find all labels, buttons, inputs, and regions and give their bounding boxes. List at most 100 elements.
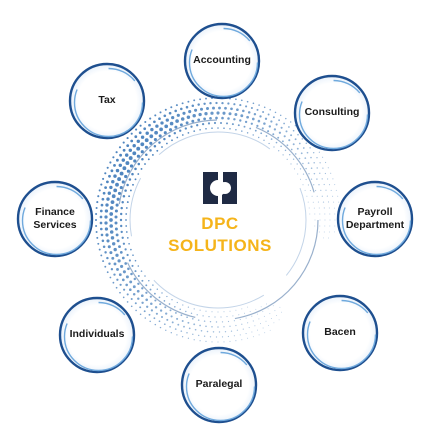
- service-node-finance-services[interactable]: Finance Services: [16, 180, 94, 258]
- halftone-dot: [128, 156, 133, 161]
- halftone-dot: [282, 154, 284, 156]
- halftone-dot: [174, 125, 178, 129]
- halftone-dot: [290, 134, 293, 137]
- service-label: Tax: [98, 94, 116, 107]
- halftone-dot: [294, 153, 297, 155]
- halftone-dot: [321, 178, 323, 180]
- halftone-dot: [275, 141, 278, 144]
- halftone-dot: [235, 340, 237, 342]
- halftone-dot: [109, 185, 113, 190]
- service-node-payroll-department[interactable]: Payroll Department: [336, 180, 414, 258]
- halftone-dot: [222, 111, 226, 115]
- halftone-dot: [120, 224, 123, 228]
- halftone-dot: [163, 137, 166, 141]
- halftone-dot: [239, 104, 242, 107]
- halftone-dot: [227, 335, 229, 338]
- halftone-dot: [236, 108, 239, 112]
- halftone-dot: [161, 146, 163, 148]
- halftone-dot: [165, 329, 167, 331]
- service-ring-fill: [70, 64, 144, 138]
- halftone-dot: [263, 315, 265, 317]
- halftone-dot: [223, 311, 225, 313]
- halftone-dot: [325, 161, 327, 164]
- halftone-dot: [324, 213, 326, 215]
- halftone-dot: [109, 251, 113, 255]
- halftone-dot: [111, 194, 116, 199]
- halftone-dot: [150, 309, 154, 312]
- halftone-dot: [196, 314, 198, 316]
- halftone-dot: [125, 283, 129, 287]
- halftone-dot: [124, 153, 129, 157]
- halftone-dot: [275, 123, 278, 126]
- halftone-dot: [124, 262, 128, 265]
- halftone-dot: [328, 231, 330, 233]
- halftone-dot: [247, 306, 249, 308]
- halftone-dot: [281, 140, 284, 143]
- service-node-bacen[interactable]: Bacen: [301, 294, 379, 372]
- halftone-dot: [211, 311, 213, 313]
- halftone-dot: [102, 191, 106, 195]
- halftone-dot: [257, 119, 261, 123]
- halftone-dot: [159, 309, 163, 312]
- halftone-dot: [114, 209, 118, 213]
- halftone-dot: [327, 167, 329, 169]
- halftone-dot: [263, 122, 266, 125]
- halftone-dot: [174, 306, 176, 308]
- dpc-logo-icon: [203, 172, 237, 204]
- halftone-dot: [197, 118, 201, 122]
- halftone-dot: [270, 120, 273, 123]
- halftone-dot: [109, 230, 114, 234]
- halftone-dot: [97, 195, 100, 198]
- service-node-consulting[interactable]: Consulting: [293, 74, 371, 152]
- halftone-dot: [126, 253, 129, 257]
- halftone-dot: [241, 308, 243, 310]
- halftone-dot: [140, 150, 144, 154]
- halftone-dot: [315, 189, 317, 192]
- halftone-dot: [153, 120, 156, 124]
- halftone-dot: [175, 104, 178, 107]
- halftone-dot: [149, 288, 152, 291]
- service-node-individuals[interactable]: Individuals: [58, 296, 136, 374]
- service-node-tax[interactable]: Tax: [68, 62, 146, 140]
- halftone-dot: [305, 178, 307, 181]
- halftone-dot: [177, 323, 180, 326]
- halftone-dot: [236, 329, 239, 331]
- halftone-dot: [313, 161, 315, 164]
- halftone-dot: [154, 299, 157, 302]
- halftone-dot: [164, 124, 169, 129]
- halftone-dot: [229, 340, 231, 342]
- halftone-dot: [95, 212, 98, 216]
- halftone-dot: [239, 334, 241, 336]
- halftone-dot: [226, 316, 228, 318]
- halftone-dot: [144, 120, 147, 124]
- halftone-dot: [111, 256, 115, 260]
- halftone-dot: [146, 305, 149, 308]
- halftone-dot: [137, 297, 140, 300]
- halftone-dot: [158, 134, 162, 138]
- halftone-dot: [123, 288, 126, 291]
- halftone-dot: [225, 122, 229, 125]
- halftone-dot: [268, 325, 270, 326]
- halftone-dot: [307, 201, 309, 203]
- halftone-dot: [306, 151, 309, 154]
- halftone-dot: [153, 145, 157, 148]
- halftone-dot: [229, 310, 231, 312]
- halftone-dot: [330, 172, 332, 174]
- halftone-dot: [265, 320, 267, 322]
- halftone-dot: [119, 212, 123, 216]
- halftone-dot: [160, 315, 164, 319]
- halftone-dot: [329, 213, 331, 215]
- service-node-accounting[interactable]: Accounting: [183, 22, 261, 100]
- halftone-dot: [252, 102, 255, 105]
- halftone-dot: [263, 106, 266, 109]
- halftone-dot: [200, 330, 203, 332]
- halftone-dot: [106, 180, 109, 184]
- halftone-dot: [211, 326, 213, 328]
- halftone-dot: [96, 201, 99, 204]
- service-ring-outer: [16, 180, 94, 258]
- service-node-paralegal[interactable]: Paralegal: [180, 346, 258, 424]
- halftone-dot: [139, 313, 142, 316]
- halftone-dot: [312, 151, 315, 154]
- halftone-dot: [149, 295, 152, 298]
- halftone-dot: [112, 281, 115, 284]
